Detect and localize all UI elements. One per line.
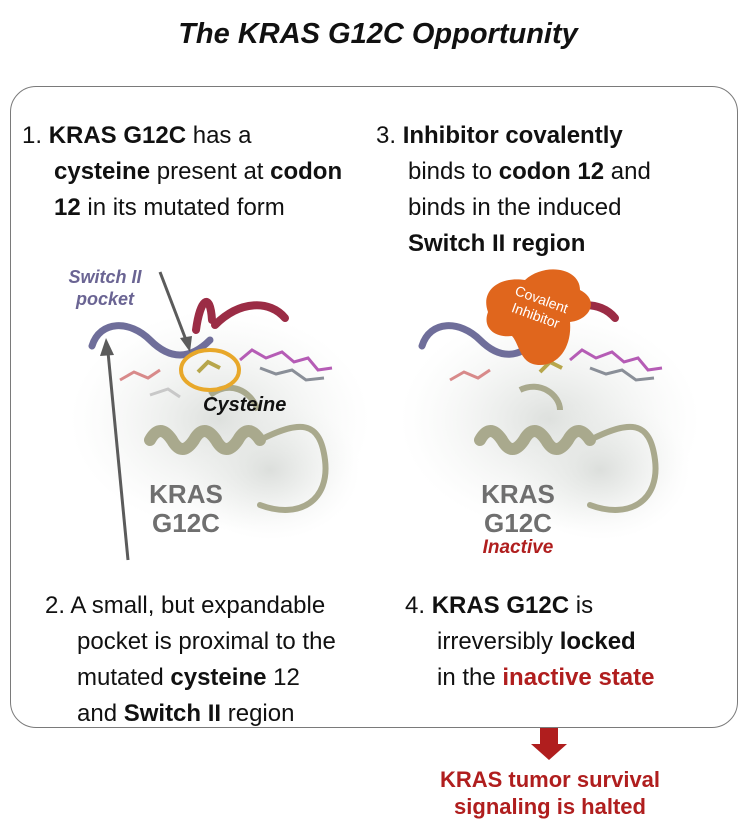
step-1-cysteine: cysteine <box>54 158 151 185</box>
step-2-text-d: region <box>221 700 295 727</box>
step-1: 1. KRAS G12C has a cysteine present at c… <box>22 118 382 226</box>
step-2-line4: and Switch II region <box>45 696 380 732</box>
step-3-line3: binds in the induced <box>408 194 622 221</box>
step-2-number: 2. <box>45 592 66 619</box>
step-3-line2: binds to codon 12 and <box>376 154 716 190</box>
step-4-text-b: irreversibly <box>437 628 560 655</box>
step-1-text-b: present at <box>150 158 271 185</box>
step-2: 2. A small, but expandable pocket is pro… <box>45 588 380 732</box>
result-line2: signaling is halted <box>454 794 646 819</box>
step-2-cysteine: cysteine <box>170 664 267 691</box>
step-3-inhibitor: Inhibitor covalently <box>402 122 623 149</box>
step-3: 3. Inhibitor covalently binds to codon 1… <box>376 118 716 262</box>
step-2-switch: Switch II <box>123 700 222 727</box>
step-1-kras: KRAS G12C <box>48 122 187 149</box>
step-1-line2: cysteine present at codon <box>22 154 382 190</box>
inactive-label: Inactive <box>482 537 554 558</box>
step-3-text-b: and <box>604 158 651 185</box>
result-text: KRAS tumor survival signaling is halted <box>400 766 700 820</box>
right-protein-structure <box>400 301 700 540</box>
left-protein-structure <box>70 297 370 540</box>
step-2-text-a: mutated <box>77 664 171 691</box>
kras-right-line2: G12C <box>484 508 552 538</box>
kras-right-label: KRAS G12C <box>460 480 576 538</box>
result-line1: KRAS tumor survival <box>439 767 661 792</box>
step-3-switch: Switch II region <box>408 230 586 257</box>
step-3-text-a: binds to <box>408 158 499 185</box>
step-1-text-c: in its mutated form <box>80 194 285 221</box>
step-4-inactive: inactive state <box>502 664 655 691</box>
step-2-line1: A small, but expandable <box>70 592 326 619</box>
cysteine-label: Cysteine <box>203 394 287 416</box>
step-3-line4: Switch II region <box>376 226 716 262</box>
step-4-text-a: is <box>569 592 594 619</box>
step-2-text-b: 12 <box>266 664 300 691</box>
kras-right-line1: KRAS <box>481 479 555 509</box>
step-1-number: 1. <box>22 122 43 149</box>
switch-ii-pocket-label: Switch II pocket <box>68 267 142 309</box>
arrow-to-cysteine <box>158 271 192 352</box>
result-arrow <box>531 728 567 760</box>
step-1-line3: 12 in its mutated form <box>22 190 382 226</box>
step-1-text-a: has a <box>186 122 252 149</box>
step-2-line2: pocket is proximal to the <box>77 628 336 655</box>
step-4-number: 4. <box>405 592 426 619</box>
step-4-kras: KRAS G12C <box>431 592 570 619</box>
step-3-number: 3. <box>376 122 397 149</box>
covalent-inhibitor-shape: Covalent Inhibitor <box>486 269 591 365</box>
step-2-text-c: and <box>77 700 124 727</box>
step-4-line2: irreversibly locked <box>405 624 725 660</box>
kras-left-line1: KRAS <box>149 479 223 509</box>
step-1-codon: codon <box>270 158 343 185</box>
arrow-to-pocket <box>100 338 130 561</box>
step-4-locked: locked <box>559 628 636 655</box>
step-4: 4. KRAS G12C is irreversibly locked in t… <box>405 588 725 696</box>
step-3-codon: codon 12 <box>498 158 605 185</box>
kras-left-line2: G12C <box>152 508 220 538</box>
kras-left-label: KRAS G12C <box>130 480 242 538</box>
step-4-line3: in the inactive state <box>405 660 725 696</box>
page-title: The KRAS G12C Opportunity <box>178 18 578 50</box>
step-1-12: 12 <box>54 194 81 221</box>
step-2-line3: mutated cysteine 12 <box>45 660 380 696</box>
step-4-text-c: in the <box>437 664 503 691</box>
